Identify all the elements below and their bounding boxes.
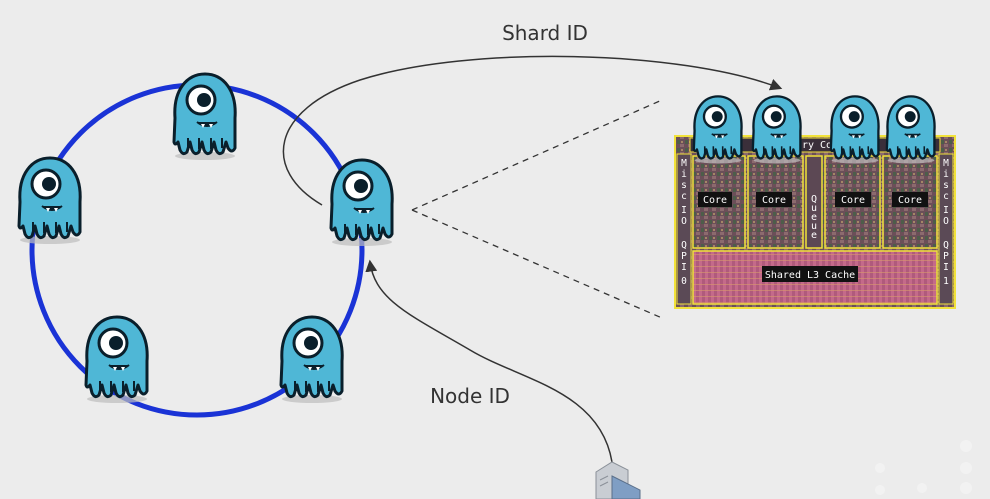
server-icon bbox=[595, 461, 641, 499]
node-id-arrow bbox=[365, 259, 613, 463]
scylla-mascot-icon bbox=[84, 315, 149, 405]
watermark-dots bbox=[875, 440, 972, 495]
shard-id-label: Shard ID bbox=[502, 21, 588, 45]
memory-controller-label: ry Con bbox=[802, 140, 838, 151]
core-label-1: Core bbox=[703, 195, 727, 206]
scylla-mascot-icon bbox=[279, 315, 344, 405]
scylla-mascot-icon bbox=[692, 95, 743, 165]
scylla-mascot-icon bbox=[329, 158, 394, 248]
shard-id-arrow bbox=[282, 55, 783, 206]
core-label-4: Core bbox=[898, 195, 922, 206]
node-id-label: Node ID bbox=[430, 384, 510, 408]
scylla-mascot-icon bbox=[17, 156, 82, 246]
zoom-line-top bbox=[411, 99, 663, 211]
scylla-mascot-icon bbox=[751, 95, 802, 165]
scylla-mascot-icon bbox=[172, 72, 237, 162]
scylla-mascot-icon bbox=[829, 95, 880, 165]
core-label-2: Core bbox=[762, 195, 786, 206]
shared-cache-label: Shared L3 Cache bbox=[765, 270, 855, 281]
scylla-mascot-icon bbox=[885, 95, 936, 165]
zoom-line-bottom bbox=[411, 209, 663, 319]
core-label-3: Core bbox=[841, 195, 865, 206]
